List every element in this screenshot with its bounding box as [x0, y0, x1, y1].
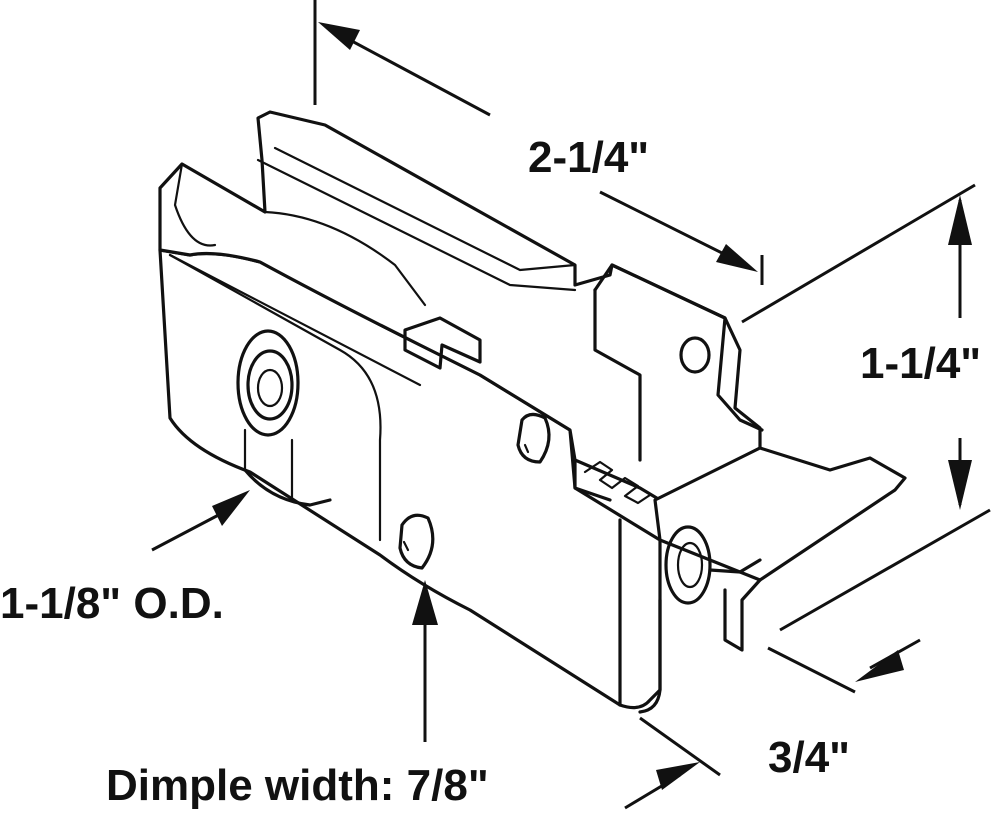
height-label: 1-1/4" [860, 339, 981, 388]
length-dimension [313, 0, 764, 285]
wheel-od-label: 1-1/8" O.D. [0, 579, 224, 628]
roller-housing [158, 110, 907, 714]
height-dimension [741, 183, 991, 632]
wheel-od-callout [151, 490, 250, 552]
bushing [236, 329, 300, 437]
housing-top-rim [158, 110, 762, 502]
lower-dimple [398, 513, 435, 570]
wheel-edge [243, 468, 332, 507]
length-label: 2-1/4" [528, 133, 649, 182]
width-label: 3/4" [768, 733, 850, 782]
dimple-callout [412, 580, 438, 742]
dimple-width-label: Dimple width: 7/8" [106, 761, 489, 810]
width-dimension [624, 638, 921, 810]
upper-dimple [516, 412, 551, 464]
